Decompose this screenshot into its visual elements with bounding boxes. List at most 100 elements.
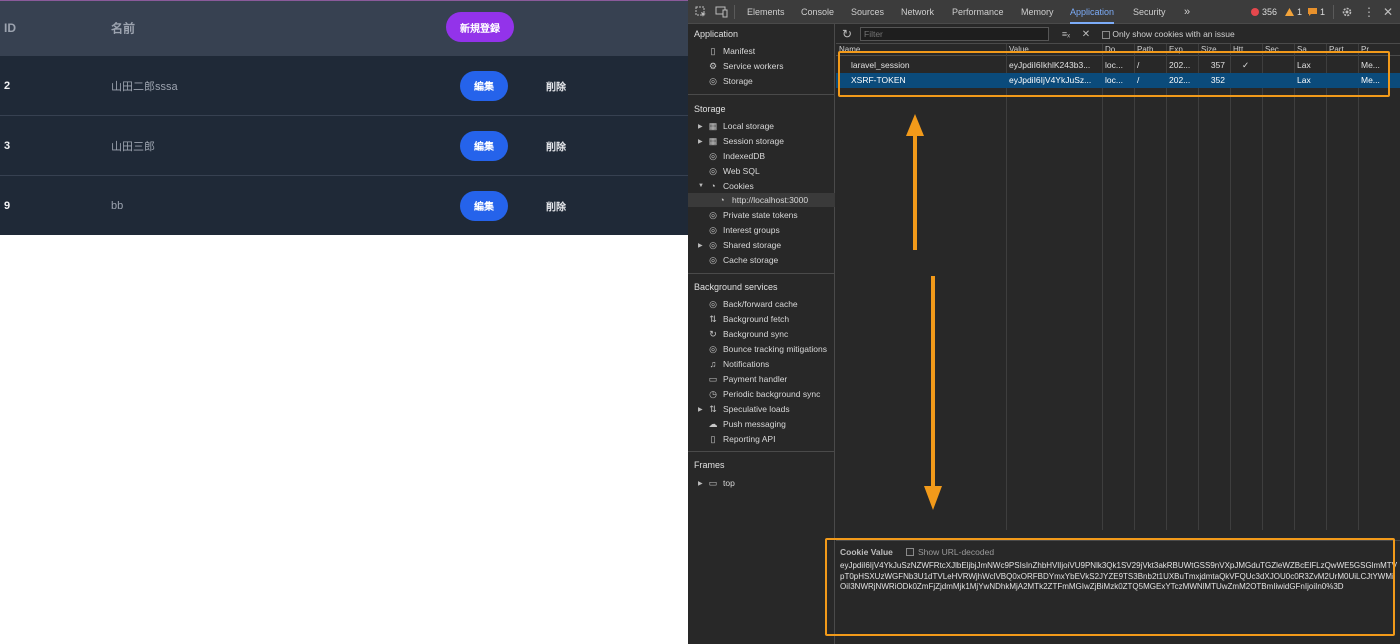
col-header-domain[interactable]: Do...: [1105, 45, 1122, 54]
tab-console[interactable]: Console: [801, 7, 835, 17]
cookie-path: /: [1137, 75, 1140, 85]
highlight-box-cookie-rows: [838, 51, 1390, 97]
sidebar-item-bounce-tracking[interactable]: ◎Bounce tracking mitigations: [698, 342, 827, 356]
delete-button[interactable]: 削除: [546, 82, 566, 93]
error-count: 356: [1262, 7, 1278, 17]
delete-selected-icon[interactable]: ✕: [1081, 28, 1091, 40]
more-tabs-icon[interactable]: »: [1184, 6, 1191, 18]
delete-button[interactable]: 削除: [546, 142, 566, 153]
cookie-value-title: Cookie Value: [840, 547, 893, 557]
sidebar-item-notifications[interactable]: ♫Notifications: [698, 357, 770, 371]
database-icon: ◎: [709, 254, 717, 265]
frame-icon: ▭: [708, 477, 718, 488]
cookie-main-pane: ↻ ≡ₓ ✕ Only show cookies with an issue N…: [836, 24, 1400, 644]
sidebar-item-background-sync[interactable]: ↻Background sync: [698, 327, 788, 341]
sidebar-item-indexeddb[interactable]: ◎IndexedDB: [698, 149, 765, 163]
tab-elements[interactable]: Elements: [747, 7, 785, 17]
col-header-path[interactable]: Path: [1137, 45, 1154, 54]
tab-sources[interactable]: Sources: [851, 7, 885, 17]
cookie-name: laravel_session: [851, 60, 910, 70]
sidebar-item-cookies[interactable]: ▼◔Cookies: [698, 181, 754, 191]
cookie-toolbar: ↻ ≡ₓ ✕ Only show cookies with an issue: [836, 24, 1400, 44]
tab-application[interactable]: Application: [1070, 0, 1115, 24]
show-url-decoded-option[interactable]: Show URL-decoded: [906, 547, 994, 557]
cookie-icon: ◔: [719, 195, 725, 205]
sidebar-item-payment-handler[interactable]: ▭Payment handler: [708, 373, 788, 385]
tab-security[interactable]: Security: [1133, 7, 1166, 17]
issues-count-badge[interactable]: 1: [1308, 6, 1325, 18]
col-header-samesite[interactable]: Sa...: [1297, 45, 1314, 54]
sidebar-item-periodic-background-sync[interactable]: ◷Periodic background sync: [698, 387, 820, 401]
only-issues-option[interactable]: Only show cookies with an issue: [1102, 29, 1235, 39]
sidebar-item-cookie-origin[interactable]: ◔http://localhost:3000: [716, 193, 808, 207]
col-header-expires[interactable]: Exp...: [1169, 45, 1190, 54]
settings-gear-icon[interactable]: [1340, 5, 1354, 19]
sidebar-item-local-storage[interactable]: ▶▦Local storage: [698, 120, 775, 132]
delete-button[interactable]: 削除: [546, 202, 566, 213]
tab-memory[interactable]: Memory: [1021, 7, 1054, 17]
only-issues-checkbox[interactable]: [1102, 30, 1110, 39]
col-header-size[interactable]: Size: [1201, 45, 1217, 54]
selected-item-highlight: [688, 193, 835, 207]
table-icon: ▦: [708, 120, 718, 131]
tab-network[interactable]: Network: [901, 7, 935, 17]
database-icon: ◎: [709, 209, 717, 220]
cookie-path: /: [1137, 60, 1140, 70]
sidebar-item-service-workers[interactable]: ⚙Service workers: [708, 60, 784, 72]
application-sidebar: Application ▯Manifest ⚙Service workers ◎…: [688, 24, 835, 644]
cookie-row-laravel-session[interactable]: laravel_session eyJpdiI6IkhlK243b3... lo…: [836, 58, 1400, 73]
sidebar-item-speculative-loads[interactable]: ▶⇅Speculative loads: [698, 403, 790, 415]
card-icon: ▭: [708, 373, 718, 384]
sidebar-item-web-sql[interactable]: ◎Web SQL: [698, 164, 760, 178]
sidebar-item-storage[interactable]: ◎Storage: [698, 74, 753, 88]
col-header-value[interactable]: Value: [1009, 45, 1029, 54]
cookie-filter-input[interactable]: [860, 27, 1049, 41]
error-count-badge[interactable]: 356: [1251, 6, 1277, 18]
refresh-icon[interactable]: ↻: [841, 27, 853, 41]
col-header-priority[interactable]: Pr...: [1361, 45, 1376, 54]
section-divider: [688, 273, 835, 274]
cookie-size: 352: [1210, 75, 1225, 85]
col-header-name[interactable]: Name: [839, 45, 861, 54]
sidebar-item-session-storage[interactable]: ▶▦Session storage: [698, 135, 784, 147]
sidebar-item-cache-storage[interactable]: ◎Cache storage: [698, 253, 778, 267]
document-icon: ▯: [710, 45, 716, 56]
edit-button[interactable]: 編集: [460, 130, 508, 161]
cookie-row-xsrf-token[interactable]: XSRF-TOKEN eyJpdiI6IjV4YkJuSz... loc... …: [836, 73, 1400, 88]
sidebar-item-frame-top[interactable]: ▶▭top: [698, 477, 735, 489]
table-row: 9 bb 編集 削除: [0, 175, 688, 235]
section-title-storage: Storage: [694, 104, 726, 114]
new-register-button[interactable]: 新規登録: [446, 12, 514, 42]
col-header-partition[interactable]: Part...: [1329, 45, 1351, 54]
device-toolbar-icon[interactable]: [714, 5, 728, 19]
cookie-value-text[interactable]: eyJpdiI6IjV4YkJuSzNZWFRtcXJlbEljbjJmNWc9…: [840, 561, 1398, 591]
sidebar-item-shared-storage[interactable]: ▶◎Shared storage: [698, 239, 782, 251]
edit-button[interactable]: 編集: [460, 190, 508, 221]
sidebar-item-background-fetch[interactable]: ⇅Background fetch: [698, 312, 789, 326]
warning-count-badge[interactable]: 1: [1285, 6, 1302, 18]
arrows-updown-icon: ⇅: [709, 313, 717, 324]
clear-filtered-icon[interactable]: ≡ₓ: [1061, 29, 1071, 39]
tab-performance[interactable]: Performance: [952, 7, 1004, 17]
cookie-name: XSRF-TOKEN: [851, 75, 906, 85]
document-icon: ▯: [710, 433, 716, 444]
row-name: bb: [111, 199, 124, 212]
section-title-application: Application: [694, 29, 739, 39]
sidebar-item-private-state-tokens[interactable]: ◎Private state tokens: [698, 208, 798, 222]
sidebar-item-reporting-api[interactable]: ▯Reporting API: [698, 432, 776, 446]
sidebar-item-back-forward-cache[interactable]: ◎Back/forward cache: [698, 297, 798, 311]
more-options-icon[interactable]: ⋮: [1363, 5, 1375, 19]
edit-button[interactable]: 編集: [460, 70, 508, 101]
show-url-decoded-checkbox[interactable]: [906, 548, 914, 556]
database-icon: ◎: [709, 165, 717, 176]
inspect-element-icon[interactable]: [694, 5, 708, 19]
close-devtools-icon[interactable]: ✕: [1382, 5, 1394, 19]
sidebar-item-interest-groups[interactable]: ◎Interest groups: [698, 223, 780, 237]
col-header-httponly[interactable]: Htt...: [1233, 45, 1250, 54]
cookie-httponly: ✓: [1242, 60, 1250, 70]
row-id: 3: [4, 139, 11, 152]
sidebar-item-manifest[interactable]: ▯Manifest: [698, 44, 756, 58]
sidebar-item-push-messaging[interactable]: ☁Push messaging: [708, 418, 786, 430]
col-header-secure[interactable]: Sec...: [1265, 45, 1286, 54]
column-divider: [1134, 44, 1135, 530]
